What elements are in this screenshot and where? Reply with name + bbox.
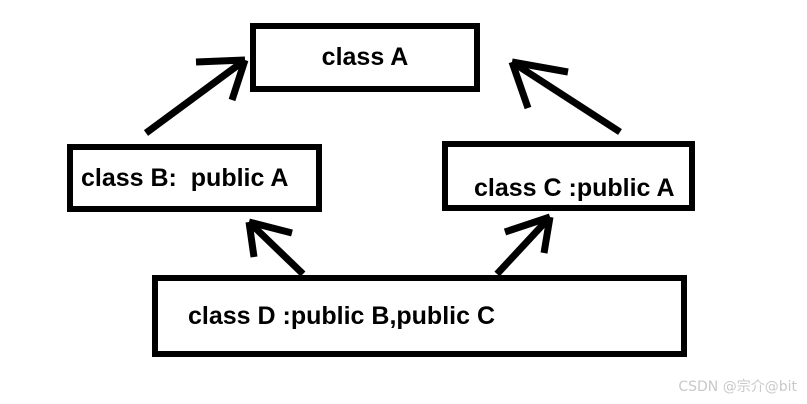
class-box-d-label: class D :public B,public C <box>188 301 495 330</box>
csdn-watermark: CSDN @宗介@bit <box>678 379 797 395</box>
arrow-b-to-a-icon <box>143 56 249 136</box>
class-box-a: class A <box>250 23 480 92</box>
arrow-c-to-a-icon <box>508 58 622 135</box>
class-box-c-label: class C :public A <box>474 174 675 202</box>
class-box-d: class D :public B,public C <box>152 275 687 357</box>
class-box-c: class C :public A <box>442 141 695 211</box>
class-box-b-label: class B: public A <box>81 163 289 192</box>
arrow-d-to-c-icon <box>494 213 554 277</box>
class-box-a-label: class A <box>321 43 409 71</box>
class-box-b: class B: public A <box>67 144 322 212</box>
arrow-d-to-b-icon <box>245 218 306 277</box>
